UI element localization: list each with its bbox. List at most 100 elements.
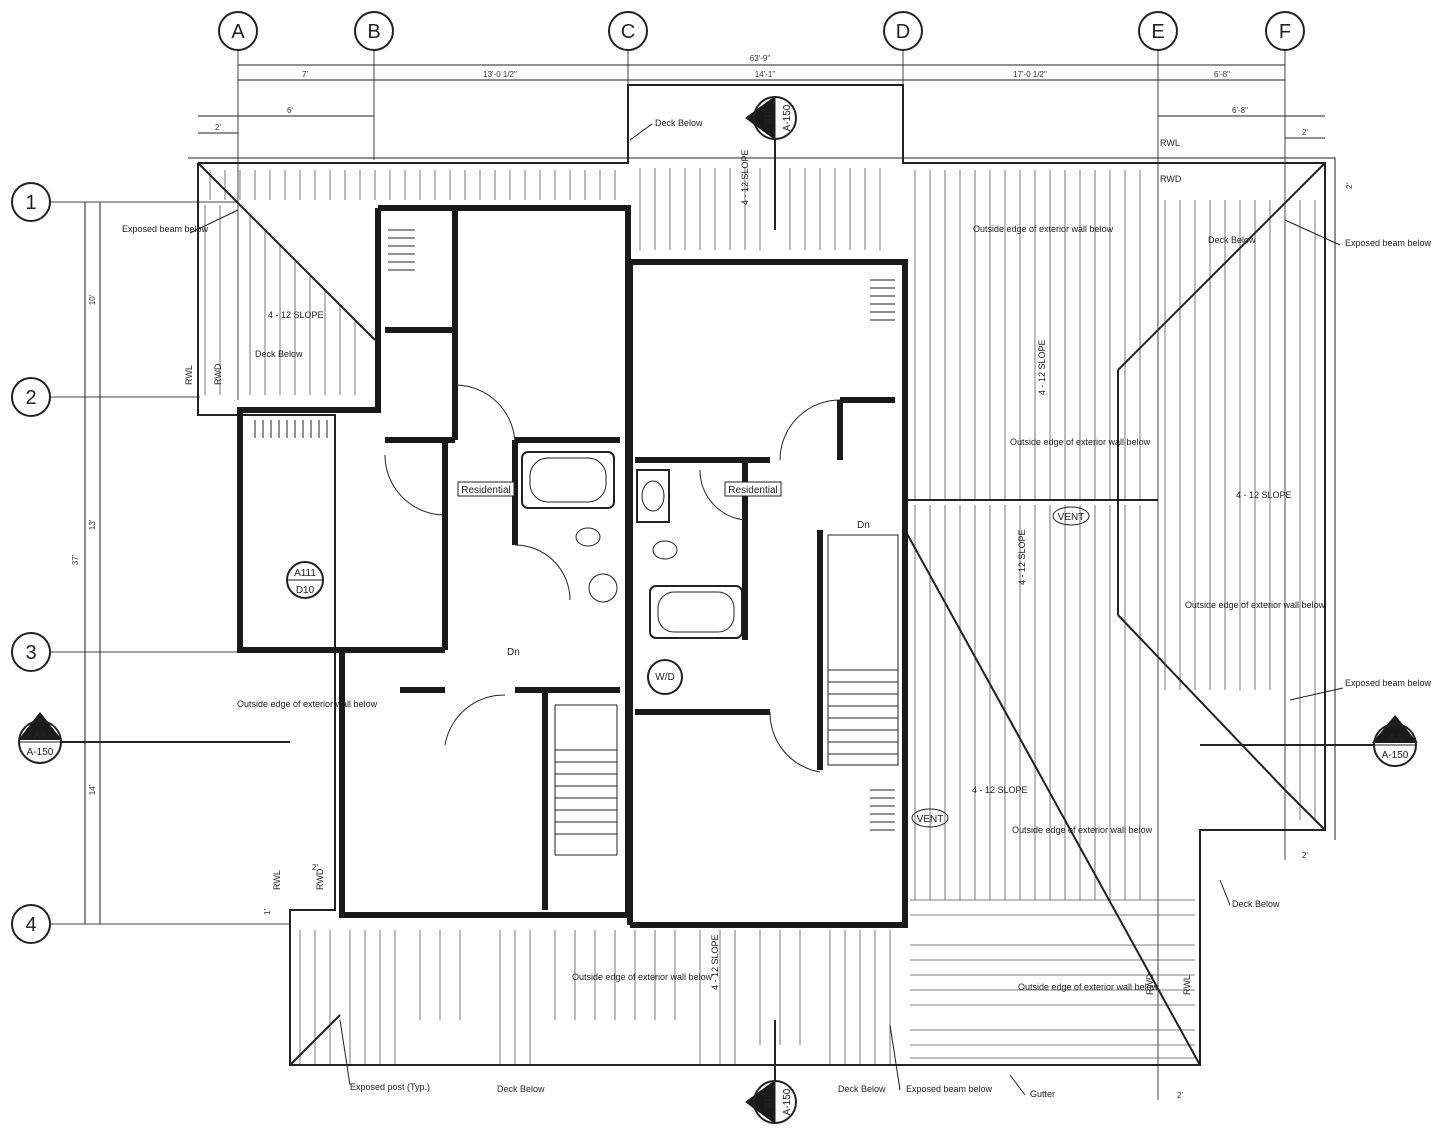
section-marker-bb-bottom: BB A-150: [745, 1020, 797, 1124]
bathroom-fixtures: W/D: [521, 451, 743, 695]
stairs-left: [554, 704, 618, 856]
grid-label-d: D: [896, 21, 910, 43]
section-aa-left-label: AA: [33, 730, 47, 741]
grid-label-a: A: [231, 21, 245, 43]
note-exposed-beam-left: Exposed beam below: [122, 224, 209, 234]
grid-label-1: 1: [25, 192, 36, 214]
slope-right-lower: 4 - 12 SLOPE: [1017, 529, 1027, 585]
detail-callout: A111 D10: [286, 561, 324, 599]
grid-label-4: 4: [25, 914, 36, 936]
washer-dryer-icon: [647, 659, 683, 695]
slope-right-mid: 4 - 12 SLOPE: [1236, 490, 1292, 500]
grid-label-e: E: [1151, 21, 1164, 43]
dim-right-inner: 6'-8": [1232, 106, 1248, 115]
slope-left: 4 - 12 SLOPE: [268, 310, 324, 320]
closet-shelves: [254, 229, 895, 831]
note-deck-below-left: Deck Below: [255, 349, 303, 359]
stair-dn-right: Dn: [857, 520, 870, 531]
dim-overall: 63'-9": [750, 54, 771, 63]
grid-bubble-a: A: [218, 11, 258, 51]
note-deck-below-right: Deck Below: [1208, 235, 1256, 245]
note-deck-below-bottom-center: Deck Below: [838, 1084, 886, 1094]
grid-label-2: 2: [25, 387, 36, 409]
dim-row-3-4: 14': [88, 784, 97, 795]
interior-walls: [237, 205, 908, 928]
section-bb-top-label: BB: [764, 111, 775, 125]
note-deck-below-top: Deck Below: [655, 118, 703, 128]
room-tag-residential-left: Residential: [461, 485, 510, 496]
detail-top-label: A111: [294, 568, 316, 579]
section-bb-top-sheet: A-150: [782, 104, 793, 131]
dim-left-inner: 6': [287, 106, 293, 115]
detail-bottom-label: D10: [296, 585, 315, 596]
grid-bubble-b: B: [354, 11, 394, 51]
section-aa-right-label: AA: [1388, 733, 1402, 744]
grid-label-b: B: [367, 21, 380, 43]
note-deck-below-bottom-left: Deck Below: [497, 1084, 545, 1094]
room-tags: Residential Residential Dn Dn: [457, 481, 870, 658]
grid-label-3: 3: [25, 642, 36, 664]
dim-row-total: 37': [71, 554, 80, 565]
section-aa-left-sheet: A-150: [27, 747, 54, 758]
dim-row-2-3: 13': [88, 519, 97, 530]
section-marker-bb-top: BB A-150: [745, 96, 797, 230]
vent-tag-upper: VENT: [1058, 512, 1085, 523]
roof-hatching: [188, 84, 1336, 1066]
section-bb-bottom-label: BB: [764, 1095, 775, 1109]
slope-top-center: 4 - 12 SLOPE: [740, 149, 750, 205]
section-bb-bottom-sheet: A-150: [782, 1088, 793, 1115]
stairs-right: [827, 534, 899, 766]
note-outside-edge-1: Outside edge of exterior wall below: [973, 224, 1114, 234]
room-tag-residential-right: Residential: [728, 485, 777, 496]
roof-hatch-bottom: [299, 899, 1195, 1065]
grid-bubble-f: F: [1265, 11, 1305, 51]
stair-dn-left: Dn: [507, 647, 520, 658]
section-aa-right-sheet: A-150: [1382, 750, 1409, 761]
annotations: Deck Below Exposed beam below Deck Below…: [122, 118, 1432, 1099]
grid-label-c: C: [621, 21, 635, 43]
roof-hatch-top-center: [639, 168, 881, 250]
note-rwd-left: RWD: [213, 363, 223, 385]
dim-small-2: 1': [263, 909, 272, 915]
section-marker-aa-right: AA A-150: [1200, 715, 1418, 767]
note-rwl-left: RWL: [184, 365, 194, 385]
dim-right-overhang: 2': [1302, 128, 1308, 137]
grid-bubble-1: 1: [11, 182, 51, 222]
note-rwd-bottom-left: RWD: [315, 868, 325, 890]
note-rwd-top: RWD: [1160, 174, 1182, 184]
note-outside-edge-3: Outside edge of exterior wall below: [1185, 600, 1326, 610]
vent-tag-lower: VENT: [917, 814, 944, 825]
note-rwl-bottom-right: RWL: [1182, 975, 1192, 995]
dim-small-5: 2': [1177, 1091, 1183, 1100]
note-rwl-top: RWL: [1160, 138, 1180, 148]
note-exposed-beam-right-lower: Exposed beam below: [1345, 678, 1432, 688]
grid-bubble-d: D: [883, 11, 923, 51]
door-swings: [384, 384, 841, 773]
note-deck-below-bottom-right: Deck Below: [1232, 899, 1280, 909]
dim-b-c: 13'-0 1/2": [483, 70, 517, 79]
vent-tags: VENT VENT: [911, 506, 1090, 828]
section-marker-aa-left: AA A-150: [18, 712, 290, 764]
washer-dryer-label: W/D: [655, 672, 674, 683]
note-outside-edge-4: Outside edge of exterior wall below: [1012, 825, 1153, 835]
dim-small-1: 2': [1345, 183, 1354, 189]
row-grid: 1 2 3 4: [11, 182, 290, 944]
note-outside-edge-bottom-right: Outside edge of exterior wall below: [1018, 982, 1159, 992]
dim-row-1-2: 10': [88, 294, 97, 305]
dim-small-4: 2': [1302, 851, 1308, 860]
dim-e-f: 6'-8": [1214, 70, 1230, 79]
grid-label-f: F: [1279, 21, 1291, 43]
note-gutter: Gutter: [1030, 1089, 1055, 1099]
dimension-strings: 63'-9" 7' 13'-0 1/2" 14'-1" 17'-0 1/2" 6…: [71, 54, 1354, 1100]
roof-hatch-top: [209, 170, 616, 200]
dim-d-e: 17'-0 1/2": [1013, 70, 1047, 79]
grid-bubble-4: 4: [11, 904, 51, 944]
note-rwl-bottom-left: RWL: [272, 870, 282, 890]
slope-right-upper: 4 - 12 SLOPE: [1037, 339, 1047, 395]
dim-a-b: 7': [302, 70, 308, 79]
note-rwd-bottom-right: RWD: [1145, 973, 1155, 995]
roof-hatch-right: [914, 170, 1316, 900]
dim-small-3: 2': [312, 863, 318, 872]
note-outside-edge-left: Outside edge of exterior wall below: [237, 699, 378, 709]
